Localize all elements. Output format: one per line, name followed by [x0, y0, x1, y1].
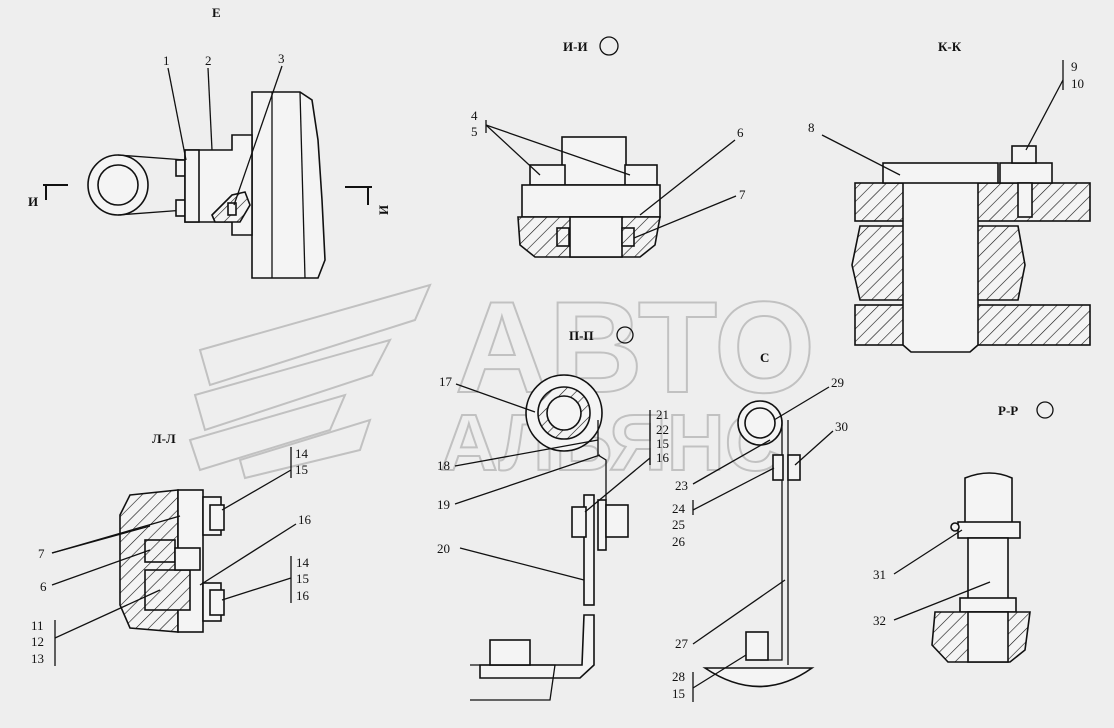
view-c-title: С	[760, 350, 769, 365]
callout-2: 2	[205, 53, 212, 68]
watermark-logo: АВТО АЛЬЯНС	[188, 273, 816, 488]
callout-6: 6	[737, 125, 744, 140]
bracket-20	[583, 494, 595, 606]
callout-4: 4	[471, 108, 478, 123]
callout-14b: 14	[296, 555, 310, 570]
callout-10: 10	[1071, 76, 1084, 91]
callout-24: 24	[672, 501, 686, 516]
callout-16a: 16	[656, 450, 670, 465]
callout-1: 1	[163, 53, 170, 68]
view-e: Е 1 2 3 И И	[28, 5, 391, 279]
rotation-icon	[616, 326, 634, 344]
bushing-31	[964, 472, 1013, 529]
callout-21: 21	[656, 407, 669, 422]
callout-25: 25	[672, 517, 685, 532]
pin-8	[902, 169, 979, 353]
callout-27: 27	[675, 636, 689, 651]
frame-rail	[251, 91, 326, 279]
callout-26: 26	[672, 534, 686, 549]
view-r: Р-Р 31 32	[873, 401, 1054, 663]
callout-11: 11	[31, 618, 44, 633]
view-p: П-П 17 21 22 15 16 18 19 20	[437, 326, 670, 701]
callout-16b: 16	[298, 512, 312, 527]
callout-14a: 14	[295, 446, 309, 461]
callout-6b: 6	[40, 579, 47, 594]
view-i-title: И-И	[563, 39, 588, 54]
callout-17: 17	[439, 374, 453, 389]
callout-15a: 15	[656, 436, 669, 451]
callout-30: 30	[835, 419, 848, 434]
callout-12: 12	[31, 634, 44, 649]
rotation-icon	[1036, 401, 1054, 419]
view-i: И-И 4 5 6 7	[471, 36, 746, 258]
bushing-11	[144, 569, 191, 611]
callout-3: 3	[278, 51, 285, 66]
callout-31: 31	[873, 567, 886, 582]
view-e-title: Е	[212, 5, 221, 20]
watermark-text-1: АВТО	[455, 274, 815, 420]
callout-32: 32	[873, 613, 886, 628]
view-c: С 29 30 23 24 25 26 27 28 15	[672, 350, 848, 702]
callout-23: 23	[675, 478, 688, 493]
callout-22: 22	[656, 422, 669, 437]
callout-13: 13	[31, 651, 44, 666]
view-k: К-К 8 9 10	[808, 39, 1091, 353]
callout-8: 8	[808, 120, 815, 135]
callout-5: 5	[471, 124, 478, 139]
callout-16c: 16	[296, 588, 310, 603]
callout-20: 20	[437, 541, 450, 556]
callout-29: 29	[831, 375, 844, 390]
view-k-title: К-К	[938, 39, 962, 54]
view-p-title: П-П	[569, 328, 594, 343]
callout-7: 7	[739, 187, 746, 202]
callout-7b: 7	[38, 546, 45, 561]
bolt-e	[227, 202, 237, 216]
callout-15d: 15	[296, 571, 309, 586]
rotation-icon	[599, 36, 619, 56]
watermark-text-2: АЛЬЯНС	[440, 398, 782, 487]
callout-15b: 15	[672, 686, 685, 701]
callout-28: 28	[672, 669, 685, 684]
callout-9: 9	[1071, 59, 1078, 74]
callout-19: 19	[437, 497, 450, 512]
section-arrow-i-left: И	[28, 194, 38, 209]
view-r-title: Р-Р	[998, 403, 1018, 418]
callout-15c: 15	[295, 462, 308, 477]
callout-18: 18	[437, 458, 450, 473]
view-l-title: Л-Л	[152, 431, 176, 446]
watermark-emblem-icon	[188, 283, 432, 480]
view-l: Л-Л 14 15 7 6 16 14 15 16 11 12 13	[31, 431, 312, 666]
section-arrow-i-right: И	[376, 205, 391, 215]
